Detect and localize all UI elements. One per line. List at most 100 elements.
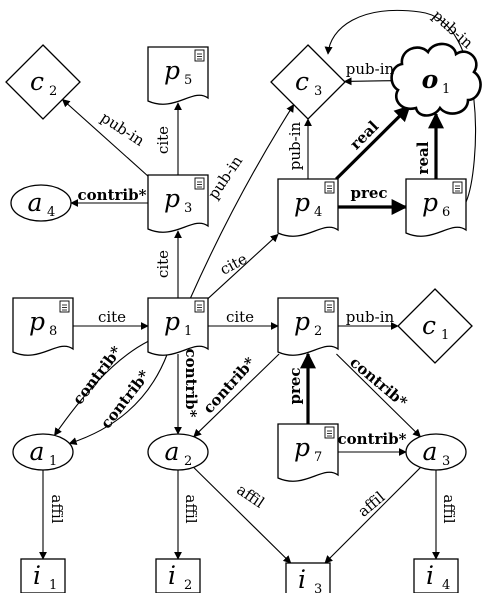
edge-label-cite: cite [154, 126, 172, 154]
author-ellipse [405, 433, 467, 471]
edge-label-affil: affil [233, 481, 267, 512]
edge-label-contrib-star: contrib* [182, 349, 200, 418]
edge-o1-c3-pub-in [343, 77, 395, 86]
edge-label-real: real [414, 141, 432, 174]
author-ellipse [147, 433, 209, 471]
venue-diamond [5, 44, 81, 120]
node-subscript: 1 [441, 328, 449, 343]
institution-box [285, 562, 331, 593]
edge-p3-c2-pub-in [61, 98, 149, 177]
paper-shape [147, 174, 209, 233]
node-label: p [29, 307, 45, 336]
document-icon [194, 177, 205, 190]
paper-shape [12, 297, 74, 356]
node-label: i [426, 561, 434, 590]
document-icon [452, 181, 463, 194]
edge-label-affil: affil [440, 494, 458, 523]
edge-label-prec: prec [286, 367, 304, 404]
institution-box [155, 558, 201, 593]
venue-diamond [270, 44, 346, 120]
node-label: a [30, 437, 45, 466]
node-label: i [168, 561, 176, 590]
node-label: p [294, 307, 310, 336]
node-label: p [164, 56, 180, 85]
node-label: c [295, 67, 309, 96]
edge-label-affil: affil [354, 488, 388, 521]
edges-layer [39, 9, 477, 564]
edge-label-pub-in: pub-in [204, 152, 246, 202]
node-subscript: 1 [442, 82, 450, 97]
node-subscript: 1 [184, 324, 192, 339]
document-icon [324, 300, 335, 313]
node-subscript: 1 [49, 454, 57, 469]
node-subscript: 2 [184, 454, 192, 469]
author-ellipse [10, 184, 72, 222]
paper-shape [277, 178, 339, 237]
edge-label-affil: affil [182, 494, 200, 523]
node-label: i [33, 561, 41, 590]
node-subscript: 4 [442, 578, 450, 593]
node-subscript: 5 [184, 73, 192, 88]
document-icon [324, 426, 335, 439]
edge-p2-a2-contrib-star [193, 353, 280, 438]
node-subscript: 2 [49, 84, 57, 99]
edge-p1-a1-contrib-star [68, 353, 168, 446]
node-subscript: 2 [184, 578, 192, 593]
institution-box [413, 558, 459, 593]
venue-diamond [397, 288, 473, 364]
node-label: p [422, 188, 438, 217]
node-subscript: 7 [314, 450, 322, 465]
document-icon [324, 181, 335, 194]
document-icon [194, 49, 205, 62]
author-ellipse [12, 433, 74, 471]
paper-shape [277, 297, 339, 356]
edge-label-contrib-star: contrib* [338, 430, 407, 448]
node-label: a [165, 437, 180, 466]
node-subscript: 8 [49, 324, 57, 339]
node-subscript: 3 [314, 582, 322, 593]
edge-a2-i3-affil [193, 466, 292, 564]
node-subscript: 3 [442, 454, 450, 469]
node-subscript: 4 [314, 205, 322, 220]
edge-p6-c3-pub-in [324, 9, 477, 203]
node-subscript: 2 [314, 324, 322, 339]
edge-p2-a3-contrib-star [336, 353, 421, 438]
edge-p1-c3-pub-in [189, 104, 295, 299]
document-icon [194, 300, 205, 313]
edge-label-cite: cite [226, 308, 254, 326]
node-label: c [422, 311, 436, 340]
edge-label-contrib-star: contrib* [200, 354, 260, 417]
edge-p1-a1-contrib-star [54, 340, 149, 437]
node-subscript: 4 [47, 205, 55, 220]
edge-label-affil: affil [48, 494, 66, 523]
node-label: o [422, 65, 439, 94]
edge-label-cite: cite [154, 250, 172, 278]
edge-label-real: real [346, 117, 382, 153]
node-label: i [298, 565, 306, 593]
node-label: c [30, 67, 44, 96]
node-label: a [28, 188, 43, 217]
paper-shape [277, 423, 339, 482]
paper-shape [405, 178, 467, 237]
edge-p1-p4-cite [207, 233, 279, 299]
node-label: a [423, 437, 438, 466]
node-label: p [294, 188, 310, 217]
node-subscript: 3 [184, 201, 192, 216]
